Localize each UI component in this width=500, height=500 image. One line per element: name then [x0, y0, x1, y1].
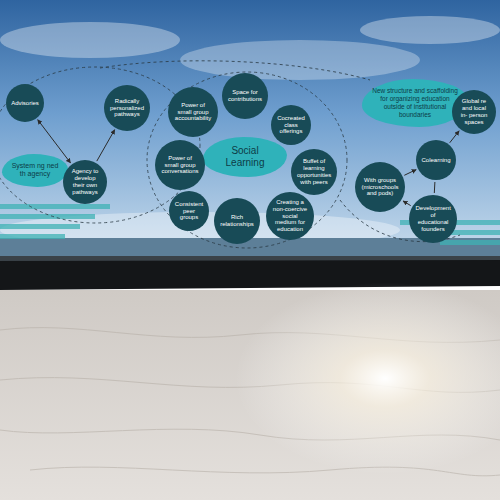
text-wrap: Power of small group conversations	[162, 155, 199, 176]
concept-circle: Consistent peer groups	[169, 191, 209, 231]
node-label: Power of small group conversations	[162, 155, 199, 176]
text-wrap: With groups (microschools and pods)	[362, 177, 399, 198]
node-label: Development of educational founders	[416, 205, 451, 233]
concept-circle: With groups (microschools and pods)	[355, 162, 405, 212]
text-wrap: New structure and scaffolding for organi…	[371, 87, 459, 118]
connector-arrow	[403, 201, 411, 206]
connector-arrow	[450, 131, 459, 143]
node-label: Social Learning	[212, 145, 278, 169]
concept-circle: Cocreated class offerings	[271, 105, 311, 145]
node-label: Advisories	[11, 100, 39, 107]
text-wrap: Buffet of learning opportunities with pe…	[297, 158, 331, 186]
theme-blob: Social Learning	[203, 137, 287, 177]
node-label: Power of small group accountability	[175, 102, 212, 123]
concept-circle: Colearning	[416, 140, 456, 180]
text-wrap: System ng ned th agency	[11, 162, 59, 179]
connector-arrow	[97, 130, 115, 161]
concept-circle: Agency to develop their own pathways	[63, 160, 107, 204]
concept-circle: Radically personalized pathways	[104, 85, 150, 131]
text-wrap: Radically personalized pathways	[110, 98, 144, 119]
concept-circle: Creating a non-coercive social medium fo…	[266, 192, 314, 240]
node-label: Rich relationships	[220, 214, 254, 228]
text-wrap: Creating a non-coercive social medium fo…	[273, 199, 308, 233]
text-wrap: Colearning	[422, 157, 451, 164]
theme-blob: New structure and scaffolding for organi…	[362, 79, 468, 127]
node-label: Cocreated class offerings	[277, 115, 306, 136]
connector-arrow	[434, 182, 436, 193]
text-wrap: Power of small group accountability	[175, 102, 212, 123]
connector-arrow	[404, 170, 416, 176]
node-label: Radically personalized pathways	[110, 98, 144, 119]
concept-circle: Advisories	[6, 84, 44, 122]
text-wrap: Rich relationships	[220, 214, 254, 228]
text-wrap: Development of educational founders	[416, 205, 451, 233]
text-wrap: Space for contributions	[228, 89, 262, 103]
node-label: Space for contributions	[228, 89, 262, 103]
concept-circle: Global re and local in- person spaces	[452, 90, 496, 134]
text-wrap: Consistent peer groups	[175, 201, 204, 222]
node-label: Creating a non-coercive social medium fo…	[273, 199, 308, 233]
concept-circle: Power of small group conversations	[155, 140, 205, 190]
node-label: New structure and scaffolding for organi…	[371, 87, 459, 118]
concept-circle: Power of small group accountability	[168, 87, 218, 137]
node-label: Buffet of learning opportunities with pe…	[297, 158, 331, 186]
node-label: System ng ned th agency	[11, 162, 59, 179]
text-wrap: Cocreated class offerings	[277, 115, 306, 136]
concept-circle: Buffet of learning opportunities with pe…	[291, 149, 337, 195]
text-wrap: Agency to develop their own pathways	[69, 168, 101, 196]
concept-circle: Rich relationships	[214, 198, 260, 244]
node-label: Colearning	[422, 157, 451, 164]
node-label: With groups (microschools and pods)	[362, 177, 399, 198]
text-wrap: Advisories	[11, 100, 39, 107]
concept-circle: Space for contributions	[222, 73, 268, 119]
text-wrap: Social Learning	[212, 145, 278, 169]
theme-blob: System ng ned th agency	[2, 154, 68, 187]
concept-circle: Development of educational founders	[409, 195, 457, 243]
node-label: Agency to develop their own pathways	[69, 168, 101, 196]
text-wrap: Global re and local in- person spaces	[458, 98, 490, 126]
node-label: Global re and local in- person spaces	[458, 98, 490, 126]
node-label: Consistent peer groups	[175, 201, 204, 222]
